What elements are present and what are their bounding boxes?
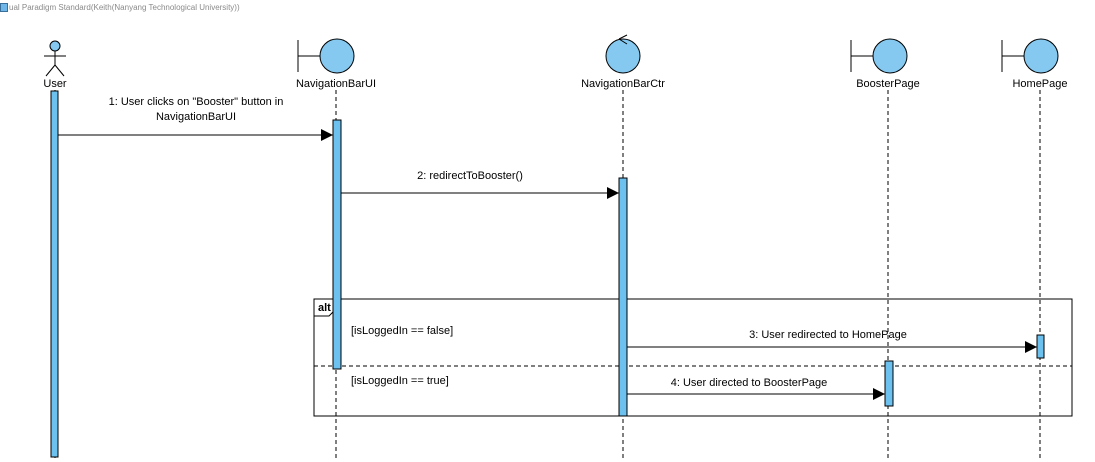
message-4[interactable]: 4: User directed to BoosterPage — [627, 377, 885, 400]
activation-bar-navbarctr-overlay — [618, 177, 628, 417]
alt-fragment-frame — [313, 298, 1073, 417]
activation-bar-user — [50, 90, 59, 458]
activation-bar-homepage-overlay — [1036, 334, 1045, 359]
boundary-icon — [850, 38, 908, 74]
boundary-icon — [297, 38, 355, 74]
watermark-text: ual Paradigm Standard(Keith(Nanyang Tech… — [9, 2, 240, 12]
lifeline-label-navbarui: NavigationBarUI — [296, 78, 376, 90]
message-1-label-line-1: 1: User clicks on "Booster" button in — [109, 96, 284, 108]
message-1[interactable]: 1: User clicks on "Booster" button in Na… — [58, 96, 333, 141]
message-3-label: 3: User redirected to HomePage — [749, 329, 907, 341]
activation-bar-boosterpage-overlay — [884, 360, 894, 407]
visual-paradigm-logo-icon — [0, 2, 8, 12]
alt-fragment[interactable]: alt [isLoggedIn == false] [isLoggedIn ==… — [313, 298, 1073, 417]
alt-fragment-operator: alt — [318, 302, 331, 314]
lifeline-label-boosterpage: BoosterPage — [856, 78, 920, 90]
alt-guard-true: [isLoggedIn == true] — [351, 375, 449, 387]
alt-guard-false: [isLoggedIn == false] — [351, 325, 453, 337]
lifeline-user[interactable]: User — [43, 40, 67, 458]
lifeline-label-homepage: HomePage — [1012, 78, 1067, 90]
message-1-label-line-2: NavigationBarUI — [156, 111, 236, 123]
actor-icon — [44, 40, 66, 77]
lifeline-homepage[interactable]: HomePage — [1001, 38, 1068, 460]
message-2-label: 2: redirectToBooster() — [417, 170, 523, 182]
message-3[interactable]: 3: User redirected to HomePage — [627, 329, 1037, 353]
activation-bar-navbarui-overlay — [332, 119, 342, 370]
control-icon — [605, 34, 641, 74]
watermark: ual Paradigm Standard(Keith(Nanyang Tech… — [0, 0, 300, 14]
lifeline-label-navbarctr: NavigationBarCtr — [581, 78, 665, 90]
boundary-icon — [1001, 38, 1059, 74]
message-4-label: 4: User directed to BoosterPage — [671, 377, 828, 389]
alt-fragment-tab — [313, 298, 336, 317]
message-2[interactable]: 2: redirectToBooster() — [341, 170, 619, 199]
lifeline-label-user: User — [43, 78, 67, 90]
